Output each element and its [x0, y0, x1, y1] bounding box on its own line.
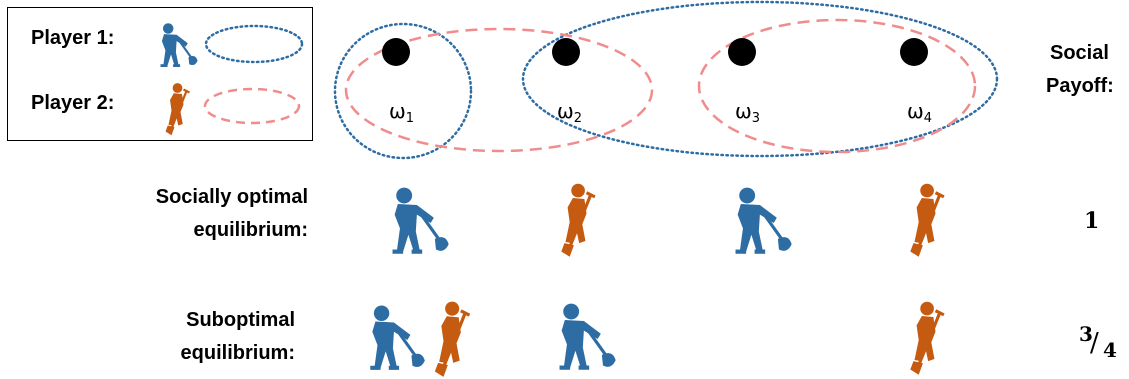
row1-label: Socially optimal equilibrium:: [155, 186, 308, 241]
digger-blue-icon: [727, 186, 797, 258]
state-dot-w2: [552, 38, 580, 66]
legend-player2-partition-sample: [203, 87, 301, 125]
state-label-w3: ω3: [735, 99, 761, 126]
information-partitions: [333, 0, 999, 160]
payoff-denominator: 4: [1103, 338, 1117, 362]
digger-orange-icon: [904, 182, 946, 258]
state-label-w2: ω2: [557, 99, 583, 126]
digger-orange-icon: [904, 300, 946, 376]
row1-payoff: 1: [1084, 208, 1100, 234]
state-label-w4: ω4: [907, 99, 933, 126]
payoff-header-line2: Payoff:: [1046, 75, 1114, 97]
payoff-numerator: 3: [1079, 322, 1093, 346]
legend-box: [7, 7, 313, 141]
digger-orange-icon: [428, 300, 472, 378]
payoff-header-line1: Social: [1050, 42, 1109, 64]
payoff-slash: /: [1090, 328, 1099, 358]
legend-player1-label: Player 1:: [31, 27, 115, 49]
player1-cell-w234: [521, 0, 999, 158]
row2-payoff: 3 / 4: [1069, 322, 1129, 372]
player1-cell-w1: [333, 22, 473, 160]
digger-blue-icon: [384, 186, 454, 258]
digger-blue-icon: [362, 304, 430, 374]
digger-orange-icon: [555, 182, 597, 258]
state-dot-w4: [900, 38, 928, 66]
legend-player2-label: Player 2:: [31, 92, 115, 114]
player2-cell-w12: [344, 27, 654, 153]
digger-blue-icon: [551, 302, 621, 374]
state-dot-w1: [382, 38, 410, 66]
player2-cell-w34: [697, 18, 977, 154]
state-dot-w3: [728, 38, 756, 66]
row2-label: Suboptimal equilibrium:: [180, 309, 295, 364]
state-label-w1: ω1: [389, 99, 415, 126]
legend-player1-partition-sample: [204, 24, 304, 64]
